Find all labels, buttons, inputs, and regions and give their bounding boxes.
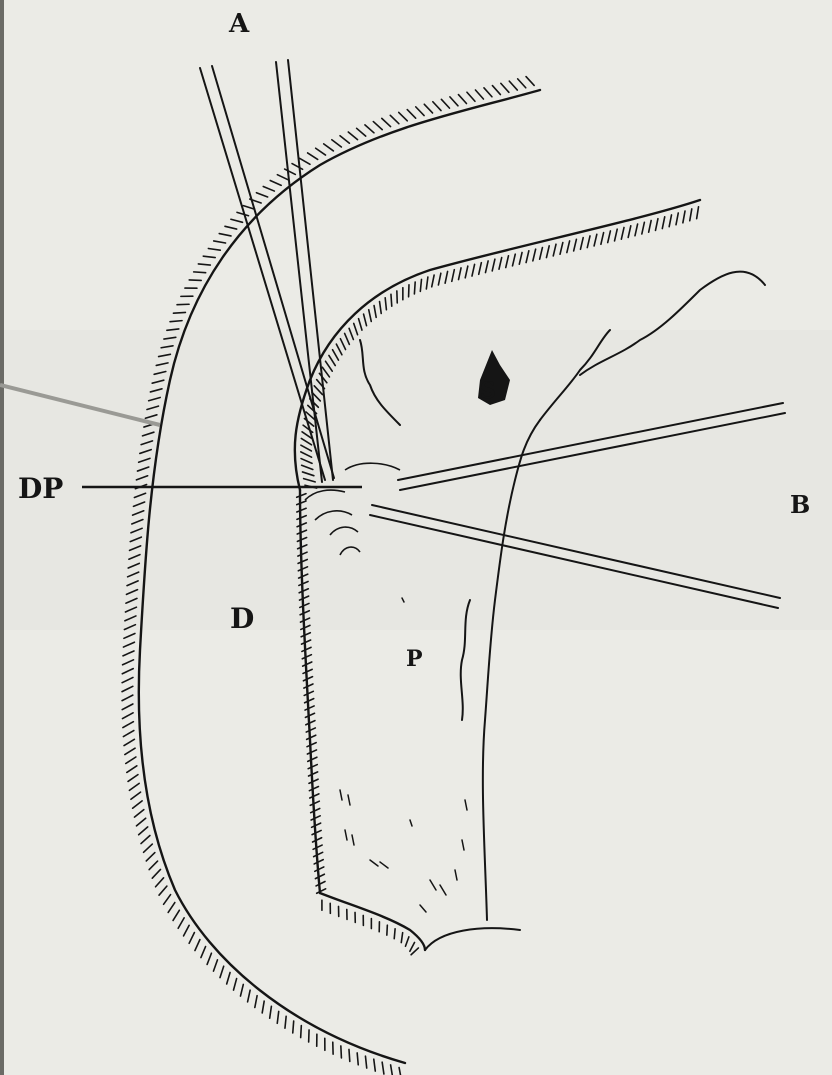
hatch-stroke xyxy=(387,925,388,935)
label-dp: DP xyxy=(18,472,63,505)
hatch-stroke xyxy=(198,264,210,265)
hatch-stroke xyxy=(341,1046,342,1058)
label-s: S xyxy=(480,378,496,404)
label-a: A xyxy=(228,9,250,39)
hatch-stroke xyxy=(414,282,415,294)
hatch-stroke xyxy=(170,321,182,322)
hatch-stroke xyxy=(293,1021,294,1033)
label-d: D xyxy=(230,602,254,635)
hatch-stroke xyxy=(301,1026,302,1038)
hatch-stroke xyxy=(394,929,395,939)
hatch-stroke xyxy=(349,1049,350,1061)
label-b: B xyxy=(790,490,810,519)
hatch-stroke xyxy=(391,294,392,306)
hatch-stroke xyxy=(357,1053,358,1065)
paper-band xyxy=(0,330,832,630)
scan-edge xyxy=(0,0,4,1075)
label-p: P xyxy=(406,646,423,672)
hatch-stroke xyxy=(173,312,185,313)
hatch-stroke xyxy=(194,272,206,273)
